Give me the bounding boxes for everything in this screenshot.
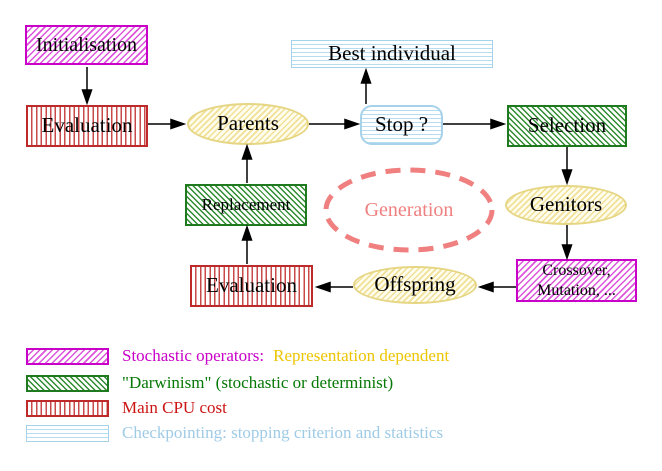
legend-label-checkpointing: Checkpointing: stopping criterion and st… xyxy=(122,423,444,442)
node-evaluation-bottom-label: Evaluation xyxy=(206,273,297,298)
node-evaluation-bottom: Evaluation xyxy=(190,265,313,307)
arrowhead-selection-to-genitors xyxy=(561,169,573,186)
arrowhead-stop-to-best-individual xyxy=(360,67,372,84)
arrowhead-genitors-to-crossover xyxy=(561,244,573,261)
arrowhead-crossover-to-offspring xyxy=(477,281,494,293)
legend-label-representation: Representation dependent xyxy=(273,346,450,365)
legend-label-darwinism: "Darwinism" (stochastic or determinist) xyxy=(122,373,394,392)
node-replacement-label: Replacement xyxy=(201,194,291,214)
legend-label-cpu: Main CPU cost xyxy=(122,398,227,417)
node-genitors-label: Genitors xyxy=(529,192,603,217)
node-stop-label: Stop ? xyxy=(374,112,429,137)
legend-swatch-checkpointing xyxy=(26,424,109,442)
legend-row-cpu: Main CPU cost xyxy=(26,398,227,418)
node-crossover-line1: Crossover, xyxy=(542,261,611,279)
arrowhead-offspring-to-evaluation xyxy=(314,281,331,293)
arrowhead-evaluation-to-parents xyxy=(170,118,187,130)
legend-text-stochastic: Stochastic operators: Representation depe… xyxy=(122,346,449,366)
node-selection: Selection xyxy=(507,105,627,147)
node-offspring-label: Offspring xyxy=(374,272,456,297)
node-evaluation-top: Evaluation xyxy=(26,105,148,147)
legend-row-darwinism: "Darwinism" (stochastic or determinist) xyxy=(26,373,393,393)
node-crossover-line2: Mutation, ... xyxy=(537,281,616,299)
generation-label: Generation xyxy=(364,198,454,221)
legend-swatch-darwinism xyxy=(26,374,109,392)
node-genitors: Genitors xyxy=(505,185,627,225)
node-crossover-mutation: Crossover, Mutation, ... xyxy=(516,259,637,302)
arrowhead-parents-to-stop xyxy=(344,118,361,130)
arrowhead-initialisation-to-evaluation xyxy=(81,89,93,106)
node-evaluation-top-label: Evaluation xyxy=(41,113,133,138)
legend-row-stochastic: Stochastic operators: Representation depe… xyxy=(26,346,449,366)
node-parents: Parents xyxy=(187,103,309,145)
node-initialisation: Initialisation xyxy=(25,25,148,65)
node-parents-label: Parents xyxy=(217,111,279,136)
node-best-individual-label: Best individual xyxy=(328,41,456,66)
node-replacement: Replacement xyxy=(185,184,307,226)
node-selection-label: Selection xyxy=(527,113,607,138)
legend-swatch-stochastic xyxy=(26,347,109,365)
legend-swatch-cpu xyxy=(26,399,109,417)
node-best-individual: Best individual xyxy=(291,40,493,68)
node-stop: Stop ? xyxy=(360,105,443,145)
node-initialisation-label: Initialisation xyxy=(35,34,138,56)
legend-row-checkpointing: Checkpointing: stopping criterion and st… xyxy=(26,423,443,443)
legend-label-stochastic: Stochastic operators: xyxy=(122,346,265,365)
arrowhead-replacement-to-parents xyxy=(241,143,253,160)
arrowhead-evaluation-to-replacement xyxy=(241,224,253,241)
node-offspring: Offspring xyxy=(353,266,477,304)
arrowhead-stop-to-selection xyxy=(490,118,507,130)
